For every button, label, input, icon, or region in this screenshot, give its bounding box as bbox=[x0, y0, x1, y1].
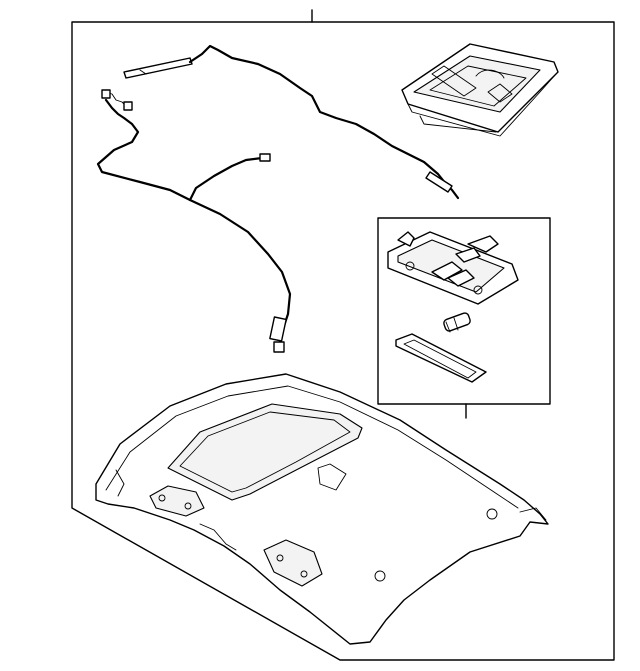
lamp-lens[interactable] bbox=[395, 333, 487, 383]
dome-lamp-detail-box bbox=[377, 217, 551, 419]
wiring-harness[interactable] bbox=[96, 89, 292, 353]
roof-cable[interactable] bbox=[123, 44, 460, 200]
bulb[interactable] bbox=[443, 312, 472, 333]
assembly-frame bbox=[71, 9, 615, 661]
dome-lamp-housing[interactable] bbox=[387, 231, 519, 305]
headliner-assembly[interactable] bbox=[95, 373, 549, 645]
sunglass-holder[interactable] bbox=[401, 43, 559, 137]
